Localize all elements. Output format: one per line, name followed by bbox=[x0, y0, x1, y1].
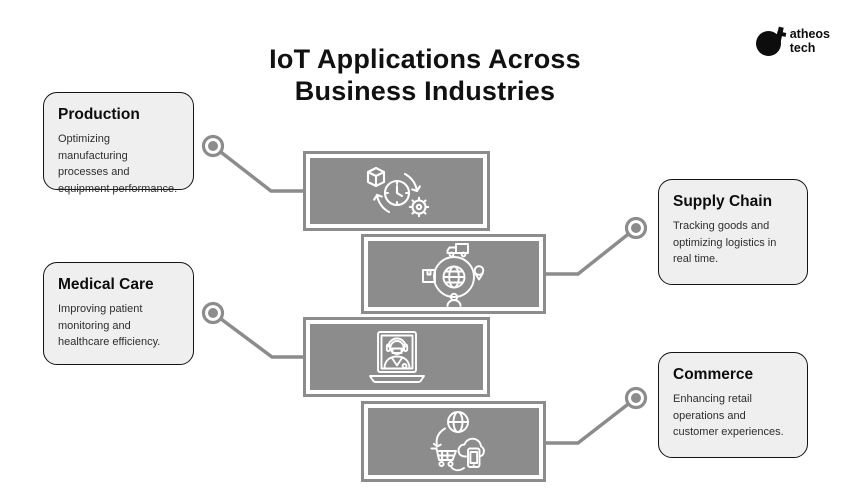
card-supply-chain-description: Tracking goods and optimizing logistics … bbox=[673, 220, 777, 265]
logo-text-line1: atheos bbox=[789, 27, 830, 42]
card-medical-care-title: Medical Care bbox=[58, 276, 154, 293]
connector-medical-care bbox=[211, 311, 304, 359]
atheos-logo-icon bbox=[755, 26, 787, 56]
card-medical-care: Medical Care Improving patient monitorin… bbox=[43, 262, 194, 365]
supply-chain-globe-icon bbox=[421, 243, 484, 307]
logo-text: atheos tech bbox=[790, 28, 830, 54]
connector-supply-chain bbox=[545, 226, 638, 276]
connector-node-supply-chain bbox=[624, 216, 648, 240]
card-commerce-description: Enhancing retail operations and customer… bbox=[673, 393, 784, 438]
card-supply-chain-title: Supply Chain bbox=[673, 193, 773, 210]
page-title: IoT Applications Across Business Industr… bbox=[0, 44, 850, 108]
icon-box-production bbox=[303, 151, 490, 231]
ecommerce-cloud-cart-icon bbox=[430, 410, 485, 471]
logo-atheos-tech: atheos tech bbox=[755, 26, 830, 56]
card-supply-chain: Supply Chain Tracking goods and optimizi… bbox=[658, 179, 808, 285]
card-production: Production Optimizing manufacturing proc… bbox=[43, 92, 194, 195]
card-commerce: Commerce Enhancing retail operations and… bbox=[658, 352, 808, 458]
card-medical-care-description: Improving patient monitoring and healthc… bbox=[58, 303, 161, 348]
logo-text-line2: tech bbox=[789, 40, 816, 55]
icon-box-medical-care bbox=[303, 317, 490, 397]
card-production-title: Production bbox=[58, 106, 140, 123]
connector-node-production bbox=[201, 134, 225, 158]
page-title-line1: IoT Applications Across bbox=[269, 44, 581, 75]
production-cycle-icon bbox=[366, 166, 429, 218]
card-production-description: Optimizing manufacturing processes and e… bbox=[58, 133, 178, 195]
card-commerce-title: Commerce bbox=[673, 366, 754, 383]
connector-node-commerce bbox=[624, 386, 648, 410]
page-title-line2: Business Industries bbox=[294, 75, 556, 106]
connector-node-medical-care bbox=[201, 301, 225, 325]
icon-box-commerce bbox=[361, 401, 546, 482]
connector-production bbox=[211, 144, 304, 193]
telemedicine-laptop-icon bbox=[368, 331, 425, 383]
connector-commerce bbox=[545, 396, 638, 445]
icon-box-supply-chain bbox=[361, 234, 546, 314]
